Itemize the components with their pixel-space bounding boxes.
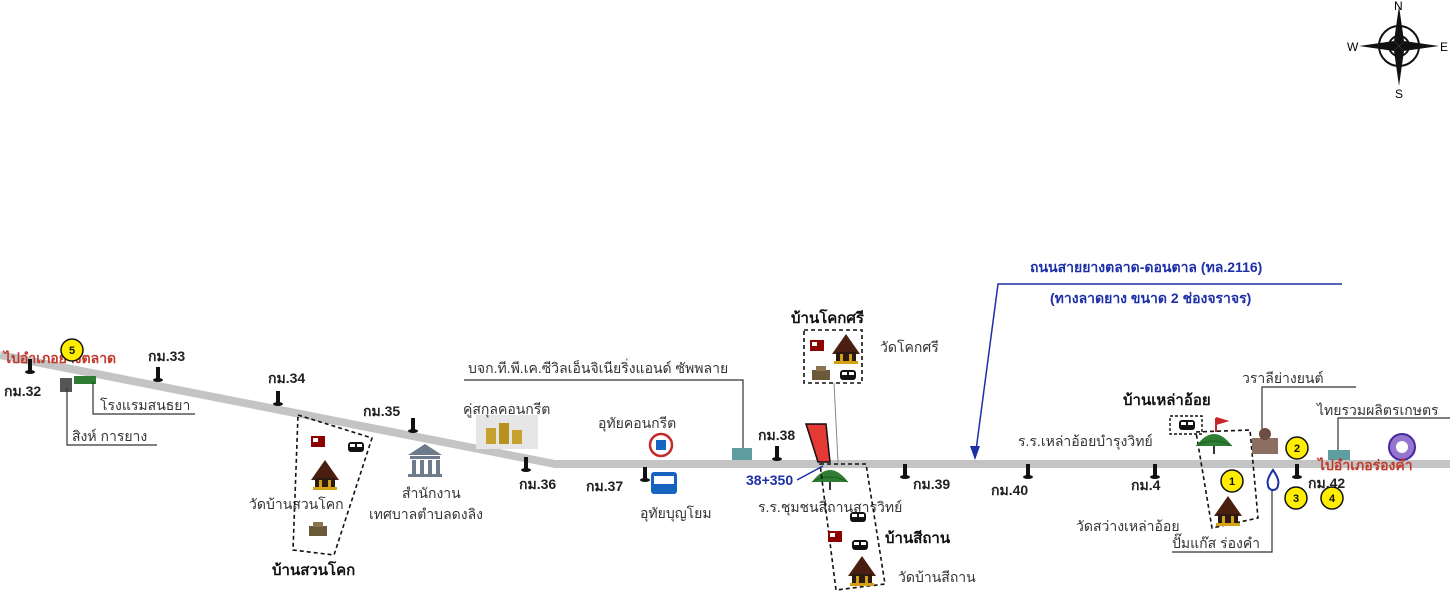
road-name-arrow-icon — [970, 446, 980, 460]
thai-ruam-label: ไทยรวมผลิตรเกษตร — [1316, 402, 1439, 418]
bus-icon — [840, 370, 856, 380]
temple-icon — [832, 334, 860, 364]
flag-icon — [1215, 417, 1230, 432]
gas-leader — [1172, 485, 1273, 553]
compass-north: N — [1394, 0, 1403, 13]
village-laoaoi: บ้านเหล่าอ้อย — [1123, 392, 1211, 409]
gas-station-icon — [60, 376, 96, 392]
bus-icon — [850, 512, 866, 522]
bus-icon — [852, 540, 868, 550]
km-32-label: กม.32 — [4, 383, 41, 399]
concrete-pipe-label: คู่สกุลคอนกรีต — [463, 401, 550, 418]
village-boundary-laoaoi — [1195, 429, 1259, 529]
btc-leader — [464, 379, 744, 450]
marker-2 — [1285, 436, 1309, 460]
water-drop-icon — [1266, 468, 1280, 491]
tire-label: วราลีย่างยนต์ — [1242, 370, 1324, 386]
road-name-leader — [974, 283, 1342, 459]
school-laoaoi-label: ร.ร.เหล่าอ้อยบำรุงวิทย์ — [1018, 433, 1153, 450]
school-umbrella-icon — [811, 469, 849, 491]
marker-5 — [60, 338, 84, 362]
uthai-concrete-logo-icon — [648, 432, 674, 458]
km-37-label: กม.37 — [586, 478, 623, 494]
km-33-label: กม.33 — [148, 348, 185, 364]
road-name: ถนนสายยางตลาด-ดอนตาล (ทล.2116) — [1030, 259, 1262, 275]
btc-label: บจก.ที.พี.เค.ซีวิลเอ็นจิเนียริ่งแอนด์ ซั… — [468, 359, 728, 376]
km-38-label: กม.38 — [758, 427, 795, 443]
direction-rongkham: ไปอำเภอร่องคำ — [1316, 456, 1413, 473]
mechanic-icon — [1252, 428, 1278, 454]
km-39-label: กม.39 — [913, 476, 950, 492]
thairuam-building-icon — [1328, 450, 1350, 460]
village-suankok: บ้านสวนโคก — [272, 560, 355, 579]
hotel-label: โรงแรมสนธยา — [100, 397, 190, 413]
school-seethan-label: ร.ร.ชุมชนสีถานสารวิทย์ — [758, 499, 902, 516]
temple-icon — [311, 460, 339, 490]
marker-5-label: 5 — [69, 345, 75, 357]
temple-icon — [848, 556, 876, 586]
village-koksri: บ้านโคกศรี — [791, 308, 865, 327]
bus-icon — [1179, 420, 1195, 430]
compass-west: W — [1347, 40, 1359, 54]
station-leader — [796, 465, 824, 481]
km-34-label: กม.34 — [268, 370, 305, 386]
compass-icon: N S W E — [1347, 0, 1448, 101]
concrete-pipe-shapes — [486, 423, 522, 444]
project-point-icon — [804, 423, 831, 463]
marker-3 — [1284, 486, 1308, 510]
government-building-icon — [408, 444, 442, 477]
marker-1 — [1220, 469, 1244, 493]
uthai-boonyom-logo-icon — [651, 472, 677, 494]
km-35-label: กม.35 — [363, 403, 400, 419]
village-boundary-koksri — [803, 329, 863, 384]
boxes-icon — [812, 366, 830, 380]
seal-logo-icon — [1388, 433, 1416, 461]
village-seethan: บ้านสีถาน — [885, 530, 951, 547]
marker-1-label: 1 — [1229, 476, 1235, 488]
tire-leader — [1261, 386, 1356, 430]
btc-building-icon — [732, 448, 752, 460]
gas-label: ปั๊มแก๊ส ร่องคำ — [1172, 533, 1260, 551]
direction-yangtalat: ไปอำเภอยางตลาด — [2, 349, 116, 366]
uthai-boonyom-label: อุทัยบุญโยม — [640, 505, 712, 522]
sing-leader — [66, 388, 157, 446]
wat-koksri-label: วัดโคกศรี — [880, 339, 939, 355]
village-boundary-suankok — [292, 413, 374, 556]
thairuam-leader — [1337, 417, 1450, 450]
marker-3-label: 3 — [1293, 493, 1299, 505]
wat-seethan-label: วัดบ้านสีถาน — [898, 569, 976, 585]
boxes-icon — [309, 522, 327, 536]
km-36-label: กม.36 — [519, 476, 556, 492]
compass-east: E — [1440, 40, 1448, 54]
hotel-leader — [92, 382, 195, 415]
bus-icon — [348, 442, 364, 452]
temple-icon — [1214, 496, 1242, 526]
koksri-leader — [833, 382, 839, 463]
wat-laoaoi-label: วัดสว่างเหล่าอ้อย — [1076, 518, 1180, 534]
school-umbrella-icon — [1195, 433, 1233, 455]
sing-label: สิงห์ การยาง — [72, 428, 147, 444]
road-description: (ทางลาดยาง ขนาด 2 ช่องจราจร) — [1050, 290, 1251, 306]
station-label: 38+350 — [746, 472, 793, 488]
bus-stop-boundary — [1169, 415, 1203, 435]
truck-icon — [810, 340, 824, 351]
office-label-1: สำนักงาน — [402, 485, 461, 501]
village-boundary-seethan — [819, 463, 886, 591]
km-40-label: กม.40 — [991, 482, 1028, 498]
main-road — [0, 351, 1450, 468]
marker-4-label: 4 — [1329, 493, 1336, 505]
truck-icon — [311, 436, 325, 447]
km-41-label: กม.4 — [1131, 477, 1161, 493]
compass-south: S — [1395, 87, 1403, 101]
wat-suankok-label: วัดบ้านสวนโคก — [249, 496, 344, 512]
truck-icon — [828, 531, 842, 542]
uthai-concrete-label: อุทัยคอนกรีต — [598, 415, 676, 432]
marker-4 — [1320, 486, 1344, 510]
marker-2-label: 2 — [1294, 443, 1300, 455]
office-label-2: เทศบาลตำบลดงลิง — [369, 506, 483, 522]
